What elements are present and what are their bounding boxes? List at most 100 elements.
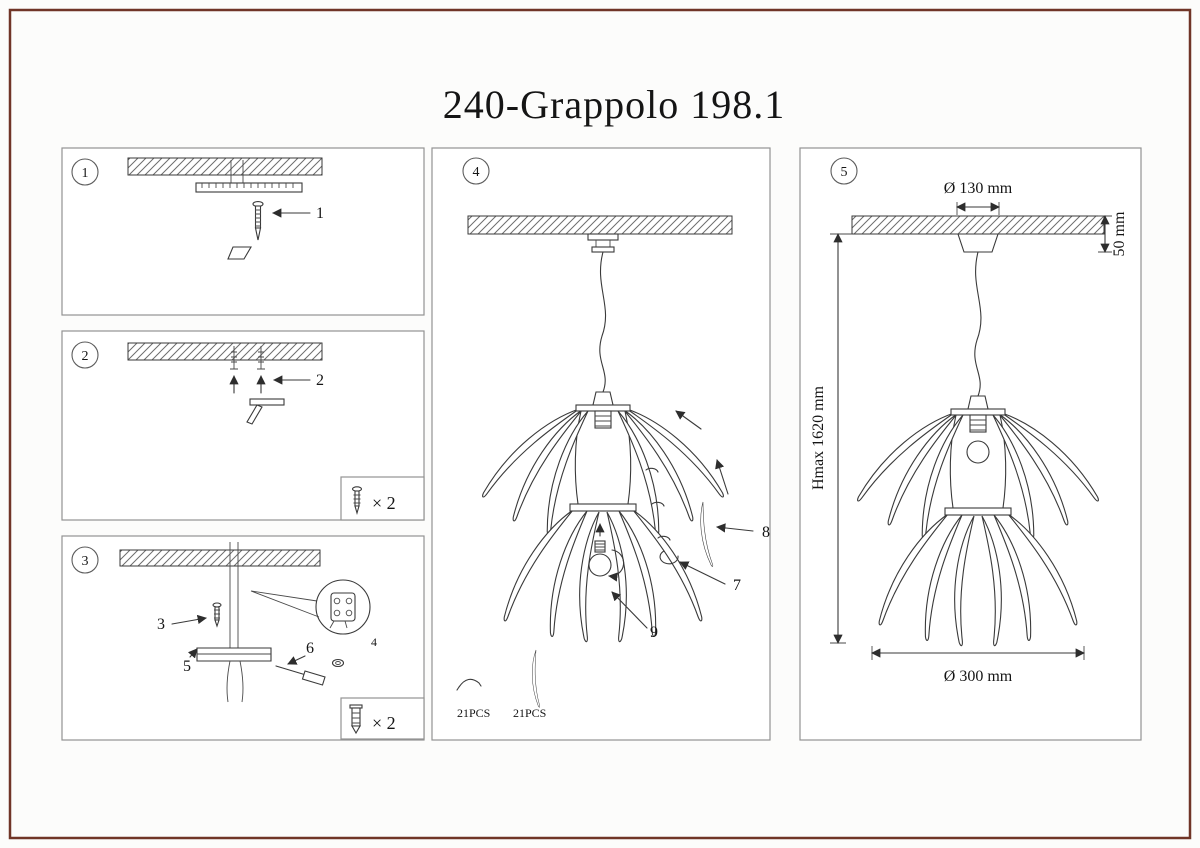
dim-canopy-diameter: Ø 130 mm xyxy=(944,180,1013,215)
screw-icon xyxy=(351,486,363,516)
canopy-body xyxy=(196,647,272,662)
insert-direction-arrow xyxy=(715,459,729,495)
screw-threads xyxy=(214,609,220,619)
step3-qty-box: × 2 xyxy=(340,697,425,740)
callout-arrow xyxy=(171,614,207,625)
qty-label: × 2 xyxy=(372,713,396,733)
screw-shaft xyxy=(354,490,360,507)
max-height-label: Hmax 1620 mm xyxy=(810,385,827,490)
suspension-wire xyxy=(599,251,607,393)
small-screw-icon xyxy=(212,602,222,628)
bracket-leg xyxy=(246,404,263,425)
mount-clamp xyxy=(591,246,615,253)
step1-callout-1: 1 xyxy=(272,205,324,222)
dim-canopy-height: 50 mm xyxy=(1098,211,1128,256)
clip-part-icon xyxy=(659,550,679,565)
mount-plate xyxy=(587,233,619,241)
ceiling-mount xyxy=(587,233,619,253)
terminal-wires xyxy=(329,620,348,629)
step3-badge xyxy=(71,546,99,574)
callout-label-2: 2 xyxy=(316,372,324,389)
step1-mounting-bar xyxy=(195,182,303,193)
bulb-glass xyxy=(588,553,612,577)
callout-label-6: 6 xyxy=(306,640,314,657)
callout-arrow xyxy=(611,591,648,629)
step1-number: 1 xyxy=(82,166,89,181)
step1-ceiling-screws xyxy=(228,160,246,187)
parts-count-leaves: 21PCS xyxy=(513,649,546,720)
leaves-count-label: 21PCS xyxy=(513,706,546,720)
step2-callout-2: 2 xyxy=(273,372,324,389)
callout-label-5: 5 xyxy=(183,658,191,675)
screw-threads xyxy=(353,494,361,504)
magnifier-circle xyxy=(315,579,371,635)
suspension-rods xyxy=(229,542,239,648)
step4-ceiling-hatch xyxy=(467,215,733,235)
panel-step-3: 3 3 5 6 4 xyxy=(61,535,425,741)
step4-number: 4 xyxy=(473,165,480,180)
callout-label-1: 1 xyxy=(316,205,324,222)
panel-step-4: 4 8 7 9 21PCS 21PCS xyxy=(431,147,771,741)
panel-step-5: 5 Ø 130 mm 50 mm Hmax 1620 mm Ø 300 mm xyxy=(799,147,1142,741)
step1-ceiling-hatch xyxy=(127,157,323,176)
plug-tip xyxy=(351,725,361,735)
screwdriver-icon xyxy=(275,658,345,686)
panel-step-1: 1 1 xyxy=(61,147,425,316)
terminal-screw xyxy=(333,609,341,617)
canopy-diameter-label: Ø 130 mm xyxy=(944,180,1013,197)
screw-threads xyxy=(255,209,261,227)
screw-tip xyxy=(254,227,262,241)
screwdriver-handle xyxy=(301,670,326,686)
terminal-block xyxy=(330,592,356,622)
ceiling-bracket-icon xyxy=(246,398,285,425)
step4-badge xyxy=(462,157,490,185)
screw-anchor-icon xyxy=(252,201,264,241)
step2-number: 2 xyxy=(82,349,89,364)
step3-callout-5: 5 xyxy=(183,648,198,675)
wall-bracket-icon xyxy=(227,246,252,260)
mount-hooks xyxy=(595,240,611,247)
nut-hole xyxy=(335,661,341,665)
screw-tip xyxy=(214,619,220,628)
step2-fixing-screws xyxy=(230,346,265,370)
page-border xyxy=(8,8,1192,840)
qty-label: × 2 xyxy=(372,493,396,513)
canopy-cup xyxy=(957,233,999,253)
step2-qty-box: × 2 xyxy=(340,476,425,521)
shade-diameter-label: Ø 300 mm xyxy=(944,668,1013,685)
bulb-base xyxy=(594,540,606,553)
step5-number: 5 xyxy=(841,165,848,180)
bulb-inside-shade xyxy=(966,440,990,464)
dim-max-height: Hmax 1620 mm xyxy=(810,233,852,644)
callout-arrow xyxy=(679,561,726,585)
plug-ribs xyxy=(352,712,360,724)
clips-count-label: 21PCS xyxy=(457,706,490,720)
terminal-screw xyxy=(345,609,353,617)
parts-count-clips: 21PCS xyxy=(456,678,490,720)
screw-tip xyxy=(354,505,360,516)
callout-label-3: 3 xyxy=(157,616,165,633)
step1-badge xyxy=(71,158,99,186)
bulb-threads xyxy=(595,543,605,551)
screw-head xyxy=(212,602,222,608)
terminal-screw xyxy=(333,597,341,605)
callout-arrow xyxy=(187,648,198,659)
page-title: 240-Grappolo 198.1 xyxy=(443,82,785,127)
callout-label-9: 9 xyxy=(650,624,658,641)
nut-icon xyxy=(331,658,345,668)
step4-callout-8: 8 xyxy=(716,523,770,541)
step3-callout-6: 6 xyxy=(287,640,314,665)
step2-badge xyxy=(71,341,99,369)
callout-label-8: 8 xyxy=(762,524,770,541)
loose-clips xyxy=(645,467,671,541)
bracket-plate xyxy=(249,398,285,406)
rotate-arrow xyxy=(608,549,625,582)
step5-ceiling-hatch xyxy=(851,215,1105,235)
step3-ceiling-hatch xyxy=(119,549,321,567)
light-bulb-icon xyxy=(588,523,625,582)
callout-arrow xyxy=(716,523,754,533)
magnifier-leader-lines xyxy=(250,590,320,618)
insert-direction-arrow xyxy=(675,410,702,430)
screw-shaft xyxy=(254,205,262,229)
